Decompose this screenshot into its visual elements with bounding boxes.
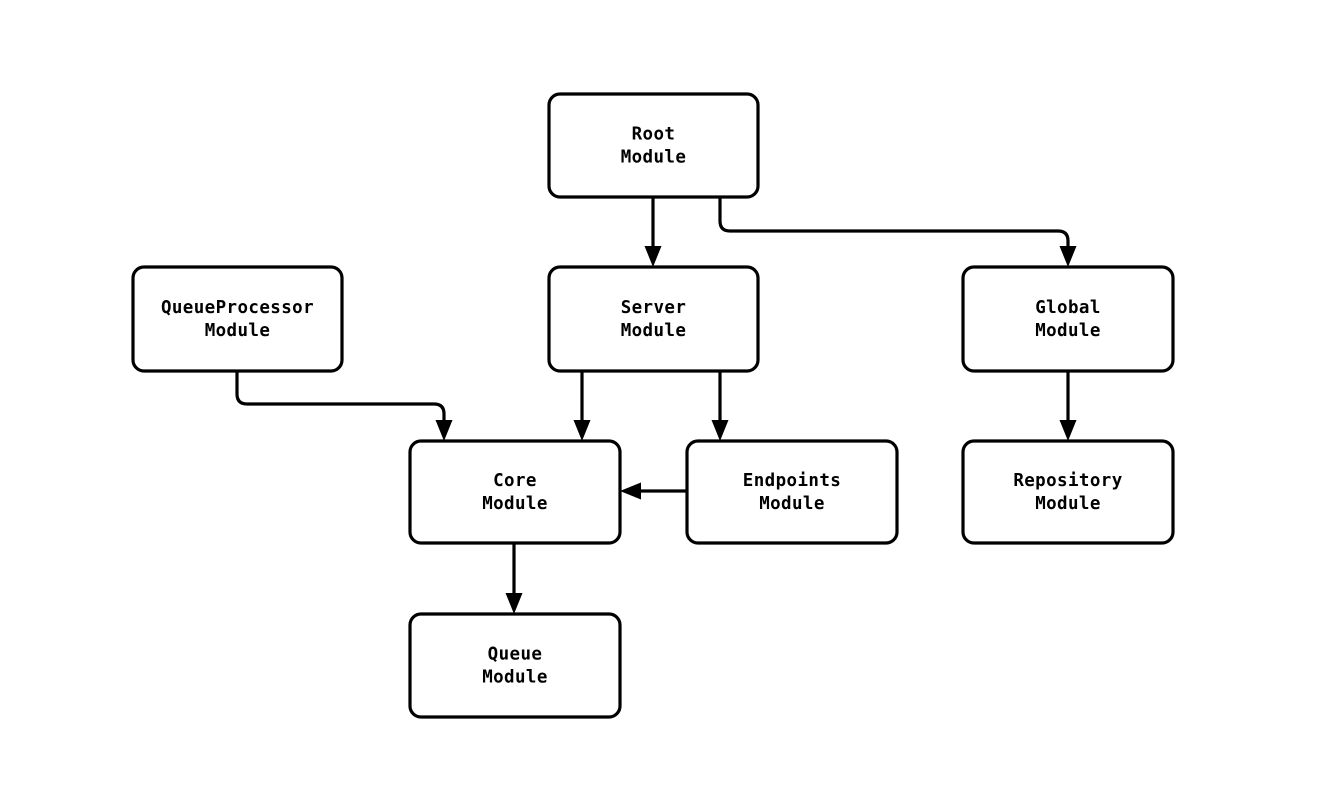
node-label-line2: Module bbox=[621, 321, 687, 341]
node-label-line1: Root bbox=[632, 125, 676, 145]
nodes-layer: RootModuleQueueProcessorModuleServerModu… bbox=[131, 92, 1175, 719]
edge-server-to-core bbox=[573, 371, 591, 441]
node-box[interactable] bbox=[961, 439, 1175, 545]
arrowhead-icon bbox=[711, 420, 729, 441]
node-box[interactable] bbox=[961, 265, 1175, 373]
arrowhead-icon bbox=[1059, 420, 1077, 441]
arrowhead-icon bbox=[1059, 246, 1077, 267]
edge-line bbox=[235, 371, 446, 421]
edges-layer bbox=[235, 197, 1077, 614]
node-label-line2: Module bbox=[1035, 321, 1101, 341]
arrowhead-icon bbox=[644, 246, 662, 267]
arrowhead-icon bbox=[435, 420, 453, 441]
node-label-line2: Module bbox=[482, 668, 548, 688]
node-box[interactable] bbox=[547, 265, 760, 373]
edge-endpoints-to-core bbox=[620, 482, 687, 500]
edge-queueprocessor-to-core bbox=[235, 371, 453, 441]
node-label-line1: Endpoints bbox=[743, 471, 841, 491]
edge-root-to-server bbox=[644, 197, 662, 267]
node-box[interactable] bbox=[408, 439, 622, 545]
edge-root-to-global bbox=[718, 197, 1077, 267]
edge-server-to-endpoints bbox=[711, 371, 729, 441]
node-label-line1: Server bbox=[621, 298, 687, 318]
edge-line bbox=[718, 197, 1070, 247]
node-box[interactable] bbox=[408, 612, 622, 719]
node-box[interactable] bbox=[547, 92, 760, 199]
node-label-line1: QueueProcessor bbox=[161, 298, 314, 318]
arrowhead-icon bbox=[505, 593, 523, 614]
arrowhead-icon bbox=[620, 482, 641, 500]
node-label-line1: Global bbox=[1035, 298, 1101, 318]
edge-core-to-queue bbox=[505, 543, 523, 614]
node-box[interactable] bbox=[685, 439, 899, 545]
arrowhead-icon bbox=[573, 420, 591, 441]
node-box[interactable] bbox=[131, 265, 344, 373]
node-label-line1: Repository bbox=[1013, 471, 1122, 491]
node-label-line2: Module bbox=[205, 321, 271, 341]
node-label-line1: Queue bbox=[488, 645, 543, 665]
node-label-line2: Module bbox=[621, 148, 687, 168]
node-label-line2: Module bbox=[759, 494, 825, 514]
edge-global-to-repository bbox=[1059, 371, 1077, 441]
node-label-line1: Core bbox=[493, 471, 537, 491]
node-label-line2: Module bbox=[482, 494, 548, 514]
node-label-line2: Module bbox=[1035, 494, 1101, 514]
